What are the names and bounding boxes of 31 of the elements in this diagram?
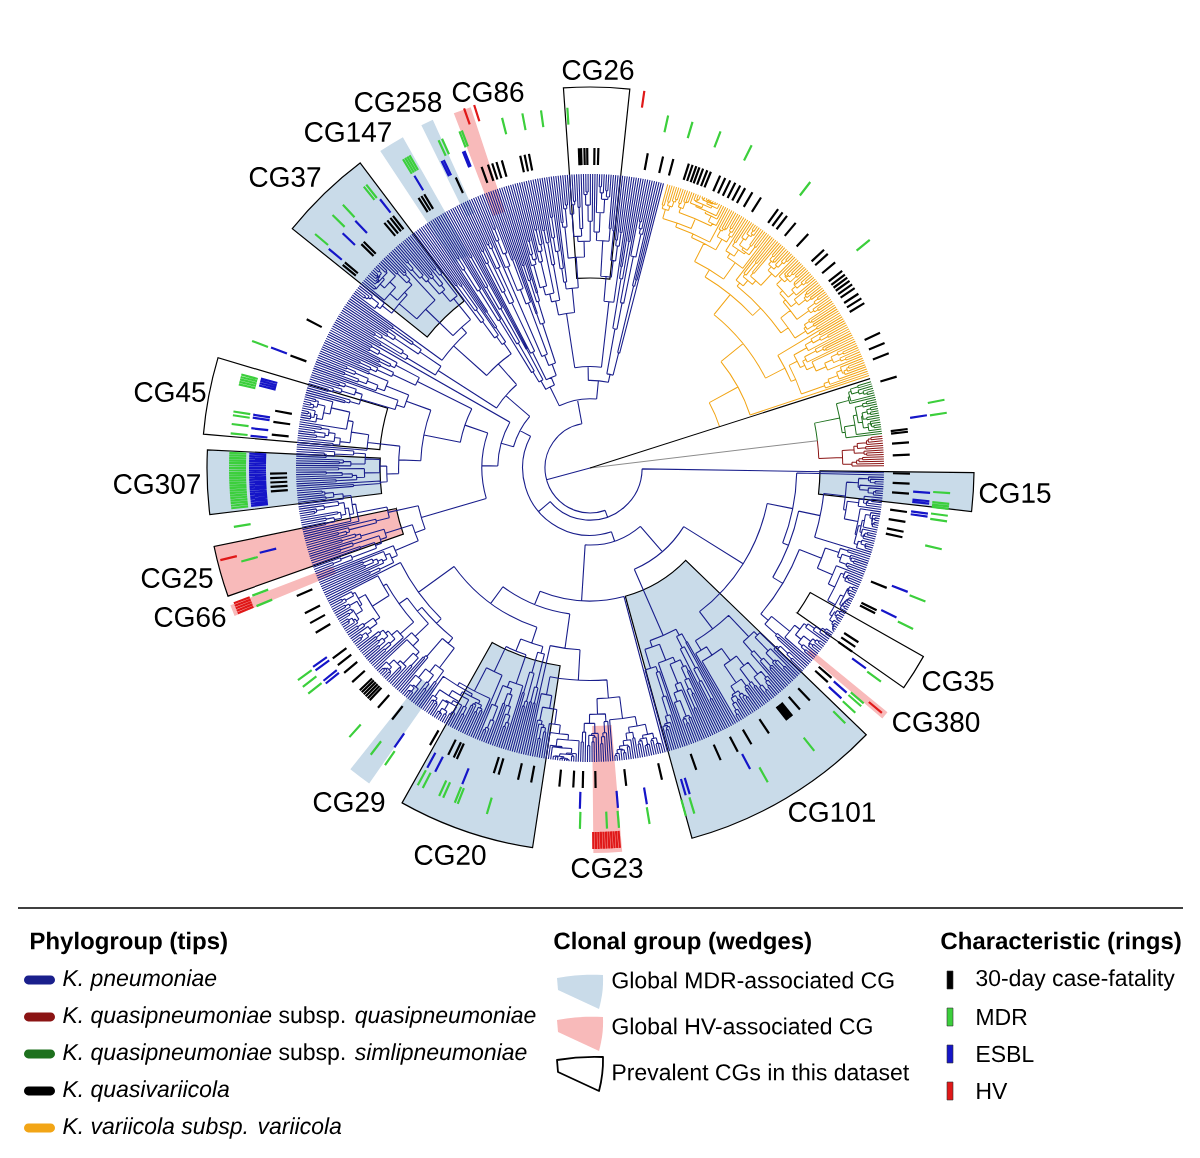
clade-label: CG15: [979, 483, 1051, 503]
legend-title: Clonal group (wedges): [554, 931, 811, 955]
legend-title: Phylogroup (tips): [31, 931, 227, 955]
clade-label: CG20: [414, 845, 486, 865]
legend-label: Global HV-associated CG: [612, 1017, 872, 1035]
legend-label: K. variicola subsp. variicola: [63, 1117, 342, 1139]
clade-label: CG25: [141, 568, 213, 588]
legend-title: Characteristic (rings): [941, 931, 1181, 955]
legend-label: Prevalent CGs in this dataset: [613, 1063, 910, 1081]
clade-label: CG37: [249, 167, 321, 187]
legend-label: ESBL: [977, 1045, 1034, 1063]
clade-label: CG101: [789, 802, 875, 822]
clade-label: CG307: [114, 474, 200, 494]
clade-label: CG86: [452, 82, 524, 102]
legend-label: MDR: [977, 1009, 1027, 1025]
clade-label: CG258: [355, 92, 442, 112]
legend-label: K. quasipneumoniae subsp. simlipneumoniae: [63, 1043, 527, 1065]
legend-label: K. pneumoniae: [63, 969, 217, 991]
clade-label: CG35: [922, 671, 994, 691]
legend-label: 30-day case-fatality: [976, 969, 1175, 991]
clade-label: CG66: [154, 607, 226, 627]
clade-label: CG45: [134, 382, 206, 402]
legend-label: K. quasivariicola: [63, 1080, 230, 1102]
clade-label: CG380: [893, 712, 980, 732]
legend-label: K. quasipneumoniae subsp. quasipneumoniae: [63, 1006, 536, 1028]
legend-label: HV: [977, 1083, 1008, 1099]
legend-label: Global MDR-associated CG: [612, 971, 894, 989]
clade-label: CG26: [562, 60, 634, 80]
clade-label: CG29: [313, 792, 385, 812]
clade-label: CG23: [571, 858, 643, 878]
clade-label: CG147: [305, 122, 391, 142]
